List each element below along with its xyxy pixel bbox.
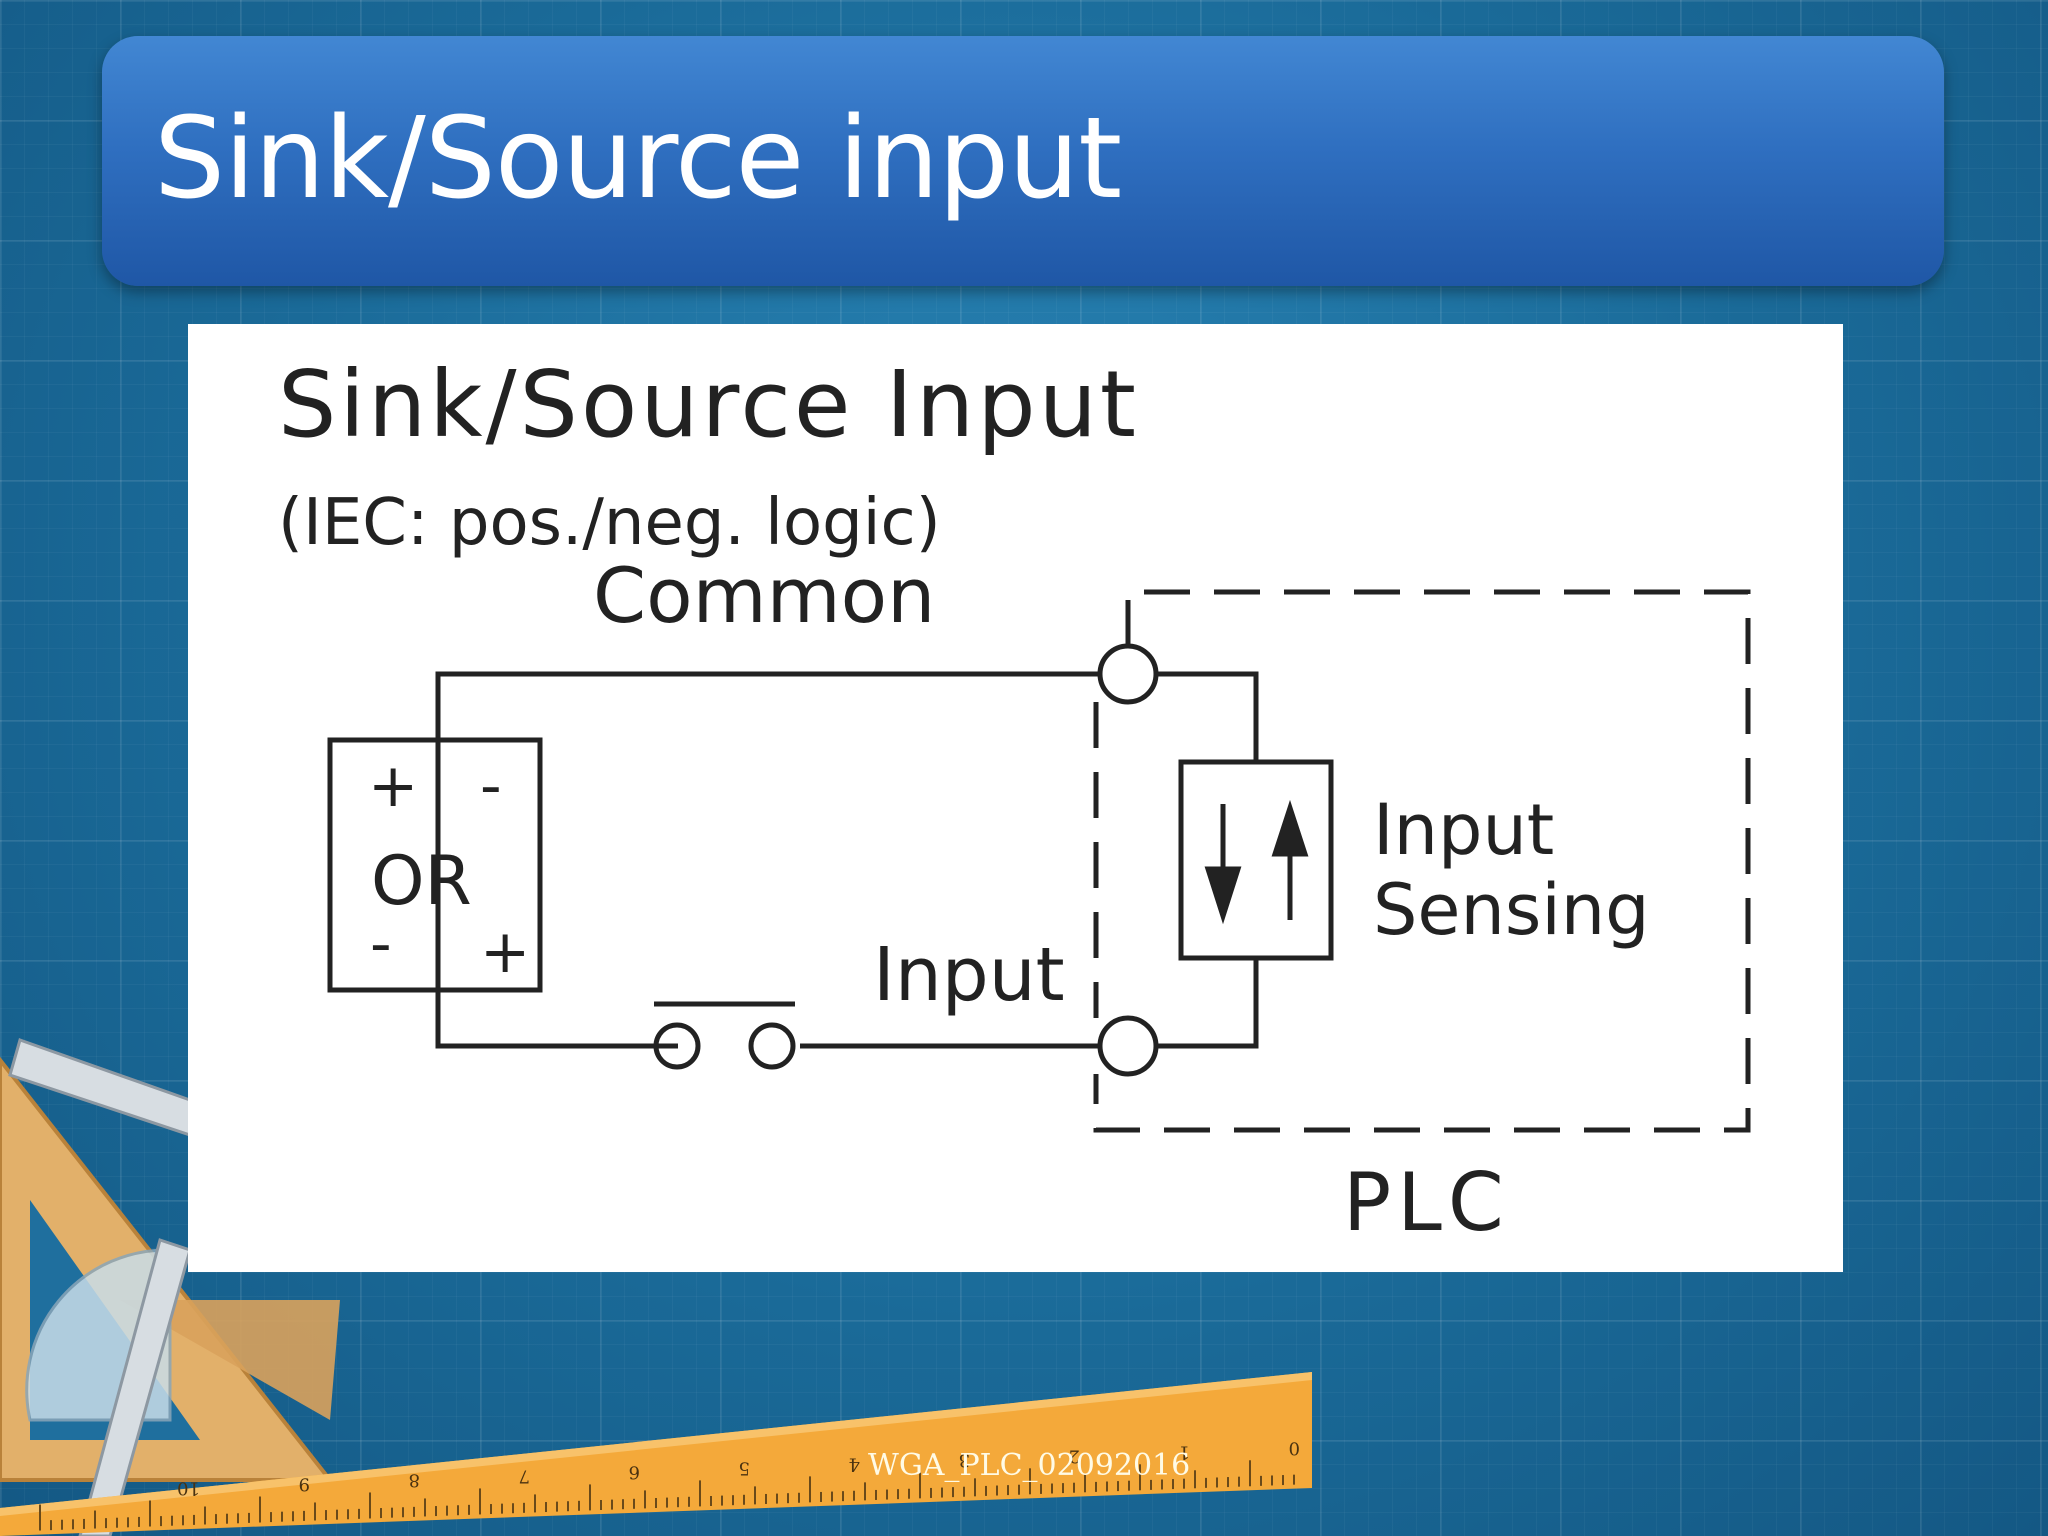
common-label: Common (593, 551, 935, 640)
sink-source-diagram: Sink/Source Input (IEC: pos./neg. logic)… (278, 351, 1751, 1249)
ruler-number: 9 (299, 1474, 310, 1495)
plc-boundary (1093, 589, 1751, 1133)
input-label: Input (873, 932, 1065, 1018)
triangle-shape (120, 1300, 340, 1420)
input-sensing-box (1178, 759, 1334, 961)
common-wire-right (1158, 671, 1259, 762)
ruler-number: 8 (409, 1470, 420, 1491)
diagram-subheading: (IEC: pos./neg. logic) (278, 486, 941, 560)
ruler-number: 4 (849, 1454, 860, 1475)
sensing-label-line1: Input (1373, 789, 1554, 871)
sensing-label-line2: Sensing (1373, 869, 1650, 951)
supply-minus-bottom: - (370, 909, 392, 979)
ruler-number: 6 (629, 1462, 640, 1483)
supply-minus-top: - (480, 751, 502, 821)
slide-title: Sink/Source input (154, 94, 1122, 224)
switch-contact-right (748, 1022, 796, 1070)
down-arrow-head (1204, 866, 1242, 925)
common-terminal (1097, 643, 1159, 705)
ruler-number: 0 (1289, 1437, 1300, 1458)
yellow-ruler-edge (0, 1372, 1312, 1516)
supply-plus-top: + (368, 751, 418, 821)
ruler-number: 2 (1069, 1445, 1080, 1466)
ruler-number: 5 (739, 1458, 750, 1479)
supply-or-label: OR (371, 842, 472, 921)
up-arrow-head (1271, 799, 1309, 857)
diagram-heading: Sink/Source Input (278, 351, 1139, 458)
ruler-number: 1 (1179, 1441, 1190, 1462)
ruler-ticks (39, 1460, 1295, 1531)
title-bar: Sink/Source input (102, 36, 1944, 286)
switch-contact-left (653, 1022, 701, 1070)
diagram-panel: Sink/Source Input (IEC: pos./neg. logic)… (188, 324, 1843, 1272)
footer-label: WGA_PLC_02092016 (868, 1448, 1191, 1483)
ruler-number: 7 (519, 1466, 530, 1487)
ruler-number: 3 (959, 1450, 970, 1471)
input-terminal (1097, 1015, 1159, 1077)
input-wire (435, 740, 678, 1049)
input-wire-right (1158, 958, 1259, 1049)
supply-plus-bottom: + (480, 917, 530, 987)
power-supply-box (327, 737, 543, 993)
ruler-number: 10 (177, 1478, 200, 1499)
plc-label: PLC (1343, 1156, 1510, 1249)
steel-ruler-shape-2 (78, 1238, 192, 1536)
